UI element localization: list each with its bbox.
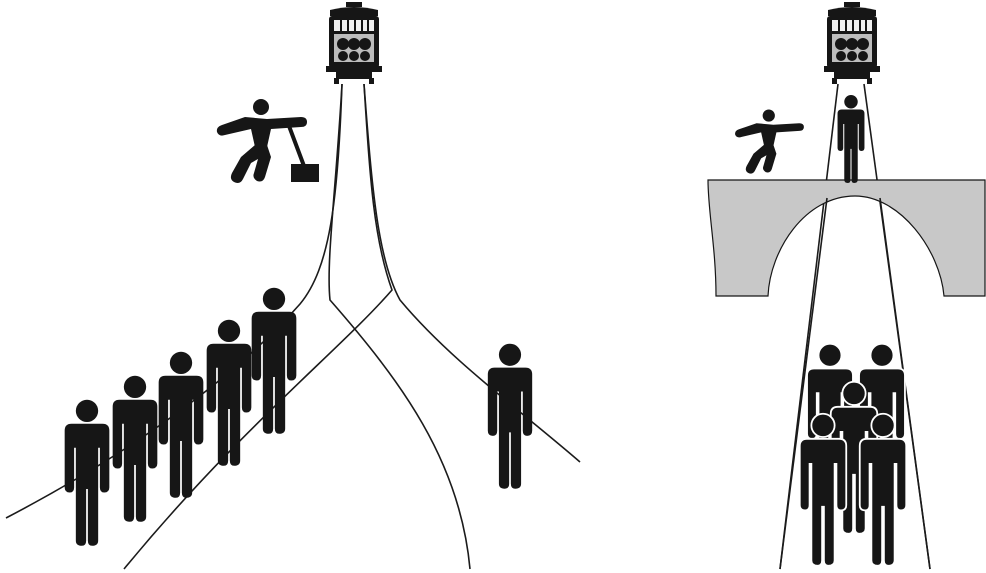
- bridge-icon: [708, 180, 985, 296]
- single-person-icon: [488, 344, 532, 489]
- person-icon: [113, 376, 158, 522]
- person-icon: [252, 288, 297, 434]
- five-people-group: [65, 288, 297, 546]
- trolley-icon: [326, 2, 382, 84]
- five-people-group: [800, 344, 906, 566]
- person-icon: [207, 320, 252, 466]
- footbridge-scene: [708, 2, 985, 569]
- trolley-icon: [824, 2, 880, 84]
- pusher-icon: [735, 109, 804, 173]
- person-icon: [159, 352, 204, 498]
- person-icon: [65, 400, 110, 546]
- track-right-branch: [329, 84, 580, 569]
- switch-scene: [6, 2, 580, 569]
- large-man-icon: [838, 95, 865, 183]
- lever-icon[interactable]: [289, 126, 319, 182]
- track-left-branch: [6, 84, 392, 569]
